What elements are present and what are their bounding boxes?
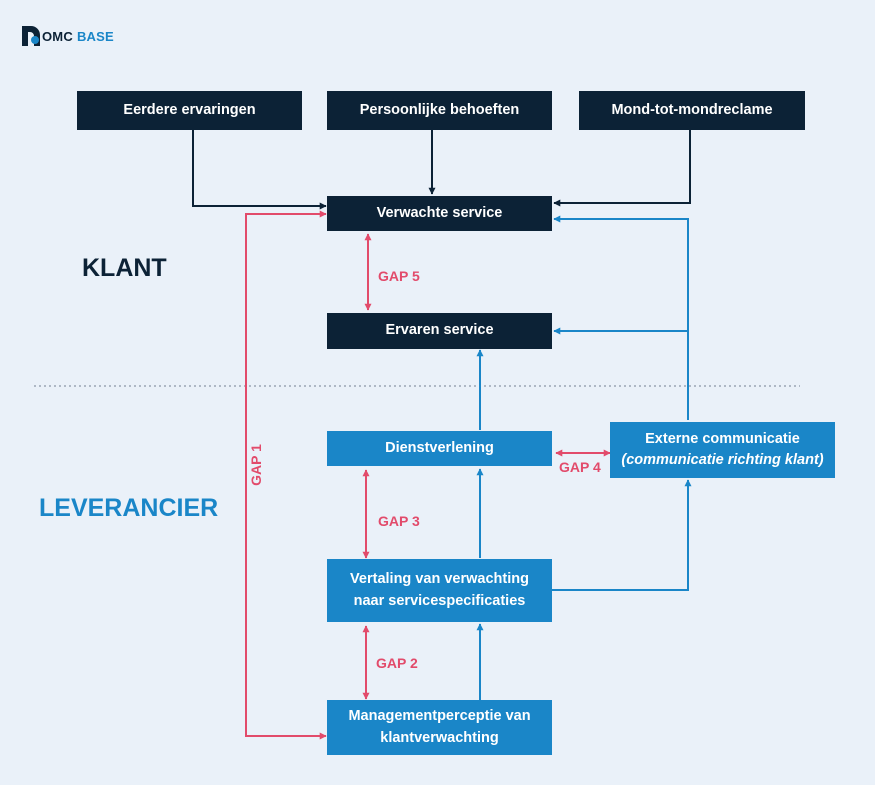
gap5-label: GAP 5 xyxy=(378,268,420,284)
box-externe-title: Externe communicatie xyxy=(645,430,800,447)
box-ervaren-label: Ervaren service xyxy=(385,322,494,339)
box-ervaren-service: Ervaren service xyxy=(327,313,552,349)
arrow-eerdere-to-verwachte xyxy=(192,130,327,210)
section-label-leverancier: LEVERANCIER xyxy=(39,494,219,522)
box-managementperceptie: Managementperceptie van klantverwachting xyxy=(327,700,552,755)
gap4-label: GAP 4 xyxy=(559,459,601,475)
gap1-arrow xyxy=(245,210,327,740)
logo-icon xyxy=(22,26,40,46)
box-eerdere-ervaringen: Eerdere ervaringen xyxy=(77,91,302,130)
arrow-mond-to-verwachte xyxy=(553,130,691,207)
box-eerdere-label: Eerdere ervaringen xyxy=(123,101,256,118)
logo-brand: OMC xyxy=(42,28,73,44)
gap1-label: GAP 1 xyxy=(248,444,264,486)
box-externe-communicatie: Externe communicatie (communicatie richt… xyxy=(610,422,835,478)
box-dienstverlening: Dienstverlening xyxy=(327,431,552,466)
box-verwachte-label: Verwachte service xyxy=(376,204,503,221)
box-mond-label: Mond-tot-mondreclame xyxy=(611,101,773,118)
box-vertaling: Vertaling van verwachting naar servicesp… xyxy=(327,559,552,622)
gap2-label: GAP 2 xyxy=(376,655,418,671)
section-label-klant: KLANT xyxy=(82,254,167,282)
arrow-externe-to-verwachte xyxy=(553,215,689,420)
box-externe-subtitle: (communicatie richting klant) xyxy=(621,452,824,468)
gap3-label: GAP 3 xyxy=(378,513,420,529)
box-verwachte-service: Verwachte service xyxy=(327,196,552,231)
box-management-label: Managementperceptie van klantverwachting xyxy=(348,708,531,746)
box-persoonlijke-label: Persoonlijke behoeften xyxy=(359,101,520,118)
box-dienst-label: Dienstverlening xyxy=(385,439,494,456)
box-persoonlijke-behoeften: Persoonlijke behoeften xyxy=(327,91,552,130)
arrow-vertaling-to-externe xyxy=(552,479,692,591)
box-mond-tot-mondreclame: Mond-tot-mondreclame xyxy=(579,91,805,130)
logo-suffix: BASE xyxy=(76,28,114,44)
box-vertaling-label: Vertaling van verwachting naar servicesp… xyxy=(350,571,529,609)
